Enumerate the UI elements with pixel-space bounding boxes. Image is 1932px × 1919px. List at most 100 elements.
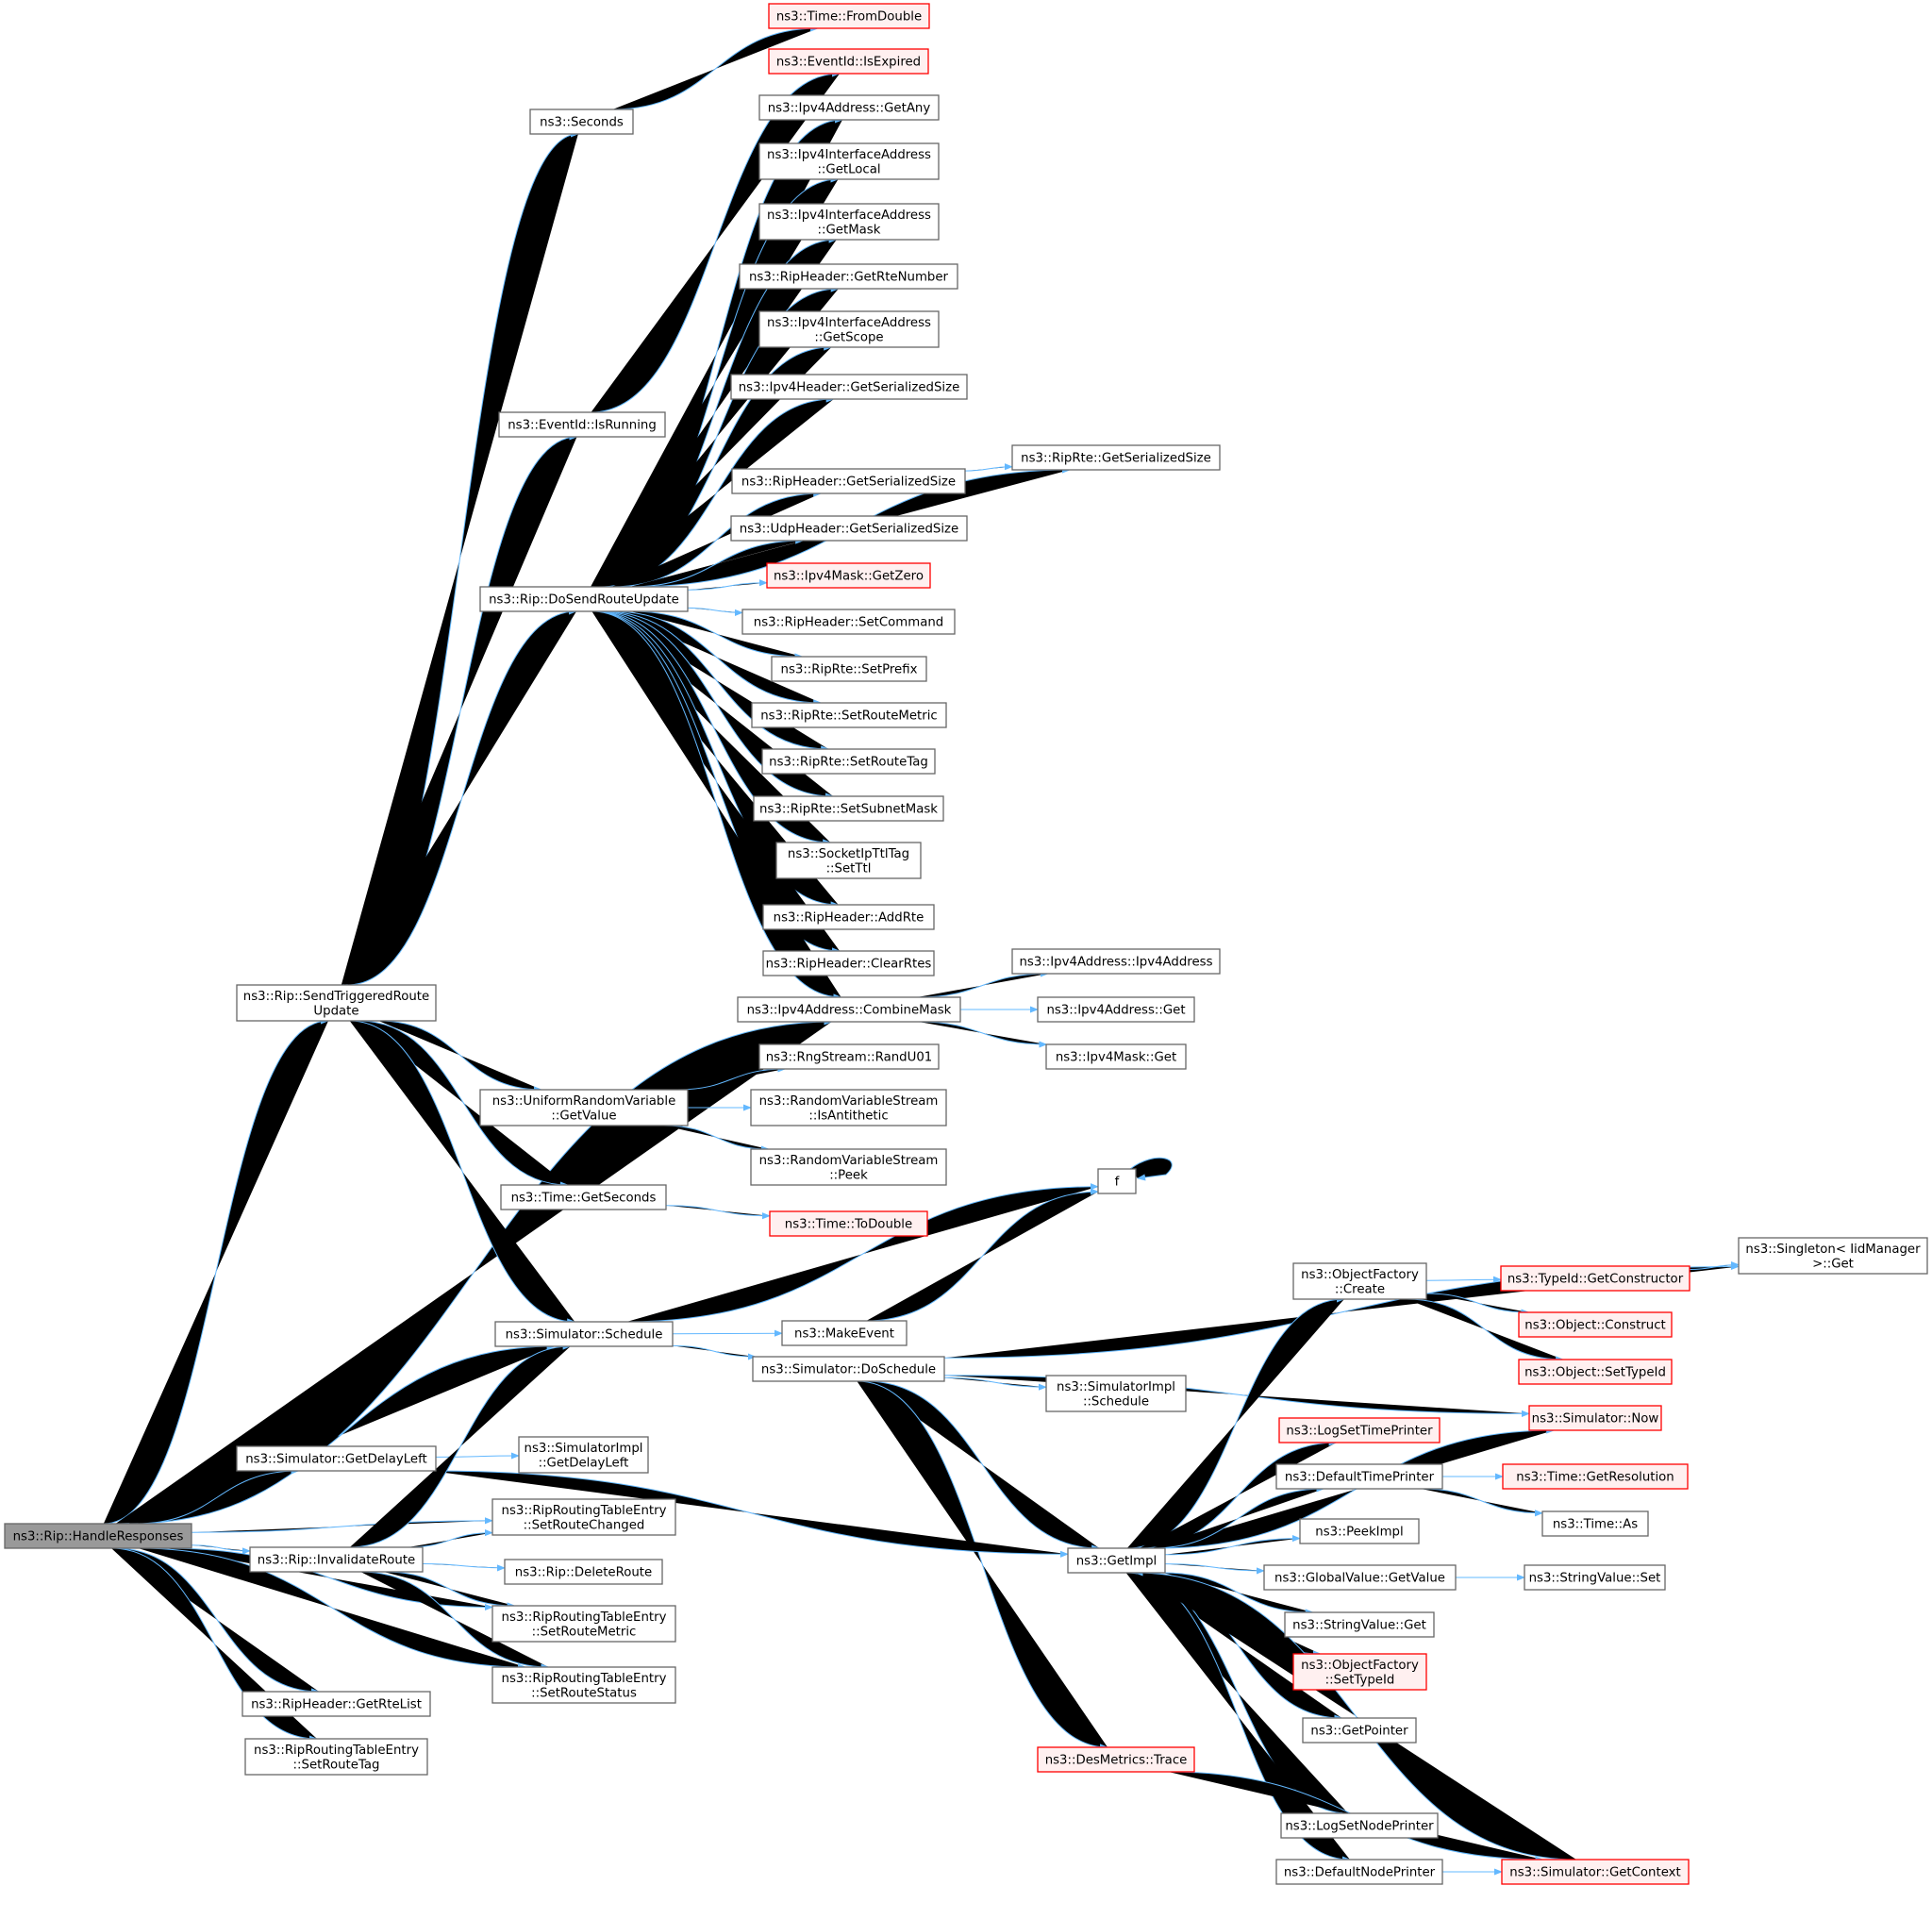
node-ns3-getpointer[interactable]: ns3::GetPointer [1302,1717,1417,1744]
node-box[interactable] [758,1043,940,1070]
node-box[interactable] [1097,1168,1137,1194]
node-ns3-typeid-getconstructor[interactable]: ns3::TypeId::GetConstructor [1500,1265,1690,1292]
node-ns3-objectfactory-create[interactable]: ns3::ObjectFactory::Create [1292,1262,1427,1300]
node-box[interactable] [1284,1611,1435,1638]
node-box[interactable] [1278,1417,1441,1443]
node-ns3-ripheader-getserializedsize[interactable]: ns3::RipHeader::GetSerializedSize [731,468,966,494]
node-ns3-ipv4address-combinemask[interactable]: ns3::Ipv4Address::CombineMask [737,996,961,1023]
node-box[interactable] [1518,1359,1673,1385]
node-box[interactable] [236,1445,437,1472]
node-ns3-time-as[interactable]: ns3::Time::As [1541,1510,1649,1537]
node-box[interactable] [1738,1237,1928,1275]
node-ns3-simulatorimpl-getdelayleft[interactable]: ns3::SimulatorImpl::GetDelayLeft [518,1436,649,1474]
node-box[interactable] [1045,1375,1187,1412]
node-ns3-ipv4address-getany[interactable]: ns3::Ipv4Address::GetAny [758,94,940,121]
node-box[interactable] [479,586,689,612]
node-ns3-ipv4interfaceaddress-getmask[interactable]: ns3::Ipv4InterfaceAddress::GetMask [758,203,940,241]
node-ns3-riproutingtableentry-setroutestatus[interactable]: ns3::RipRoutingTableEntry::SetRouteStatu… [491,1666,676,1704]
node-ns3-time-fromdouble[interactable]: ns3::Time::FromDouble [768,3,930,29]
node-ns3-getimpl[interactable]: ns3::GetImpl [1067,1547,1166,1574]
node-box[interactable] [491,1605,676,1643]
node-ns3-riprte-setroutemetric[interactable]: ns3::RipRte::SetRouteMetric [751,702,947,728]
node-ns3-randomvariablestream-peek[interactable]: ns3::RandomVariableStream::Peek [750,1148,947,1186]
node-box[interactable] [1263,1564,1457,1591]
node-ns3-socketipttltag-setttl[interactable]: ns3::SocketIpTtlTag::SetTtl [775,842,922,879]
node-box[interactable] [249,1546,424,1573]
node-ns3-ripheader-addrte[interactable]: ns3::RipHeader::AddRte [762,904,935,930]
node-box[interactable] [741,609,956,635]
node-ns3-defaulttimeprinter[interactable]: ns3::DefaultTimePrinter [1275,1463,1443,1490]
node-box[interactable] [504,1559,663,1585]
node-f[interactable]: f [1097,1168,1137,1194]
node-box[interactable] [781,1320,908,1346]
node-ns3-riprte-setroutetag[interactable]: ns3::RipRte::SetRouteTag [761,748,936,775]
node-box[interactable] [752,1356,945,1382]
node-box[interactable] [491,1498,676,1536]
node-box[interactable] [768,3,930,29]
node-box[interactable] [750,1148,947,1186]
node-ns3-stringvalue-set[interactable]: ns3::StringValue::Set [1524,1564,1666,1591]
node-box[interactable] [1500,1265,1690,1292]
node-box[interactable] [1045,1043,1187,1070]
node-box[interactable] [518,1436,649,1474]
node-box[interactable] [758,203,940,241]
node-box[interactable] [769,1210,928,1237]
node-ns3-rngstream-randu01[interactable]: ns3::RngStream::RandU01 [758,1043,940,1070]
node-ns3-eventid-isexpired[interactable]: ns3::EventId::IsExpired [768,48,929,75]
node-box[interactable] [750,1089,947,1126]
node-box[interactable] [730,515,968,542]
node-box[interactable] [1501,1859,1690,1885]
node-box[interactable] [739,263,958,290]
node-ns3-object-settypeid[interactable]: ns3::Object::SetTypeId [1518,1359,1673,1385]
node-box[interactable] [491,1666,676,1704]
node-ns3-time-getseconds[interactable]: ns3::Time::GetSeconds [500,1184,667,1210]
node-box[interactable] [1037,996,1195,1023]
node-ns3-ripheader-getrtelist[interactable]: ns3::RipHeader::GetRteList [242,1691,431,1717]
node-box[interactable] [236,984,437,1022]
node-box[interactable] [1524,1564,1666,1591]
node-ns3-randomvariablestream-isantithetic[interactable]: ns3::RandomVariableStream::IsAntithetic [750,1089,947,1126]
node-ns3-simulator-now[interactable]: ns3::Simulator::Now [1528,1405,1662,1431]
node-box[interactable] [1302,1717,1417,1744]
node-ns3-ipv4interfaceaddress-getscope[interactable]: ns3::Ipv4InterfaceAddress::GetScope [758,310,940,348]
node-ns3-simulator-getdelayleft[interactable]: ns3::Simulator::GetDelayLeft [236,1445,437,1472]
node-ns3-riproutingtableentry-setroutemetric[interactable]: ns3::RipRoutingTableEntry::SetRouteMetri… [491,1605,676,1643]
node-ns3-ripheader-setcommand[interactable]: ns3::RipHeader::SetCommand [741,609,956,635]
node-ns3-rip-handleresponses[interactable]: ns3::Rip::HandleResponses [4,1523,192,1549]
node-box[interactable] [1280,1812,1439,1839]
node-ns3-riproutingtableentry-setroutechanged[interactable]: ns3::RipRoutingTableEntry::SetRouteChang… [491,1498,676,1536]
node-ns3-stringvalue-get[interactable]: ns3::StringValue::Get [1284,1611,1435,1638]
node-ns3-ipv4mask-get[interactable]: ns3::Ipv4Mask::Get [1045,1043,1187,1070]
node-box[interactable] [1275,1859,1443,1885]
node-box[interactable] [4,1523,192,1549]
node-ns3-peekimpl[interactable]: ns3::PeekImpl [1299,1518,1420,1544]
node-ns3-riproutingtableentry-setroutetag[interactable]: ns3::RipRoutingTableEntry::SetRouteTag [244,1738,428,1776]
node-ns3-rip-invalidateroute[interactable]: ns3::Rip::InvalidateRoute [249,1546,424,1573]
node-box[interactable] [498,411,666,438]
node-box[interactable] [1299,1518,1420,1544]
node-box[interactable] [1011,444,1221,471]
node-box[interactable] [1292,1653,1427,1691]
node-ns3-uniformrandomvariable-getvalue[interactable]: ns3::UniformRandomVariable::GetValue [479,1089,689,1126]
node-ns3-object-construct[interactable]: ns3::Object::Construct [1518,1311,1673,1338]
node-ns3-time-todouble[interactable]: ns3::Time::ToDouble [769,1210,928,1237]
node-box[interactable] [479,1089,689,1126]
node-box[interactable] [242,1691,431,1717]
node-box[interactable] [1541,1510,1649,1537]
node-box[interactable] [766,562,931,589]
node-box[interactable] [730,374,968,400]
node-box[interactable] [771,656,927,682]
node-box[interactable] [768,48,929,75]
node-ns3-simulator-doschedule[interactable]: ns3::Simulator::DoSchedule [752,1356,945,1382]
node-ns3-ipv4header-getserializedsize[interactable]: ns3::Ipv4Header::GetSerializedSize [730,374,968,400]
node-box[interactable] [737,996,961,1023]
node-box[interactable] [758,94,940,121]
node-ns3-simulator-schedule[interactable]: ns3::Simulator::Schedule [494,1321,674,1347]
node-box[interactable] [244,1738,428,1776]
node-box[interactable] [529,108,634,135]
node-box[interactable] [775,842,922,879]
node-ns3-riprte-setsubnetmask[interactable]: ns3::RipRte::SetSubnetMask [753,795,944,822]
node-ns3-ipv4address-get[interactable]: ns3::Ipv4Address::Get [1037,996,1195,1023]
node-box[interactable] [1528,1405,1662,1431]
